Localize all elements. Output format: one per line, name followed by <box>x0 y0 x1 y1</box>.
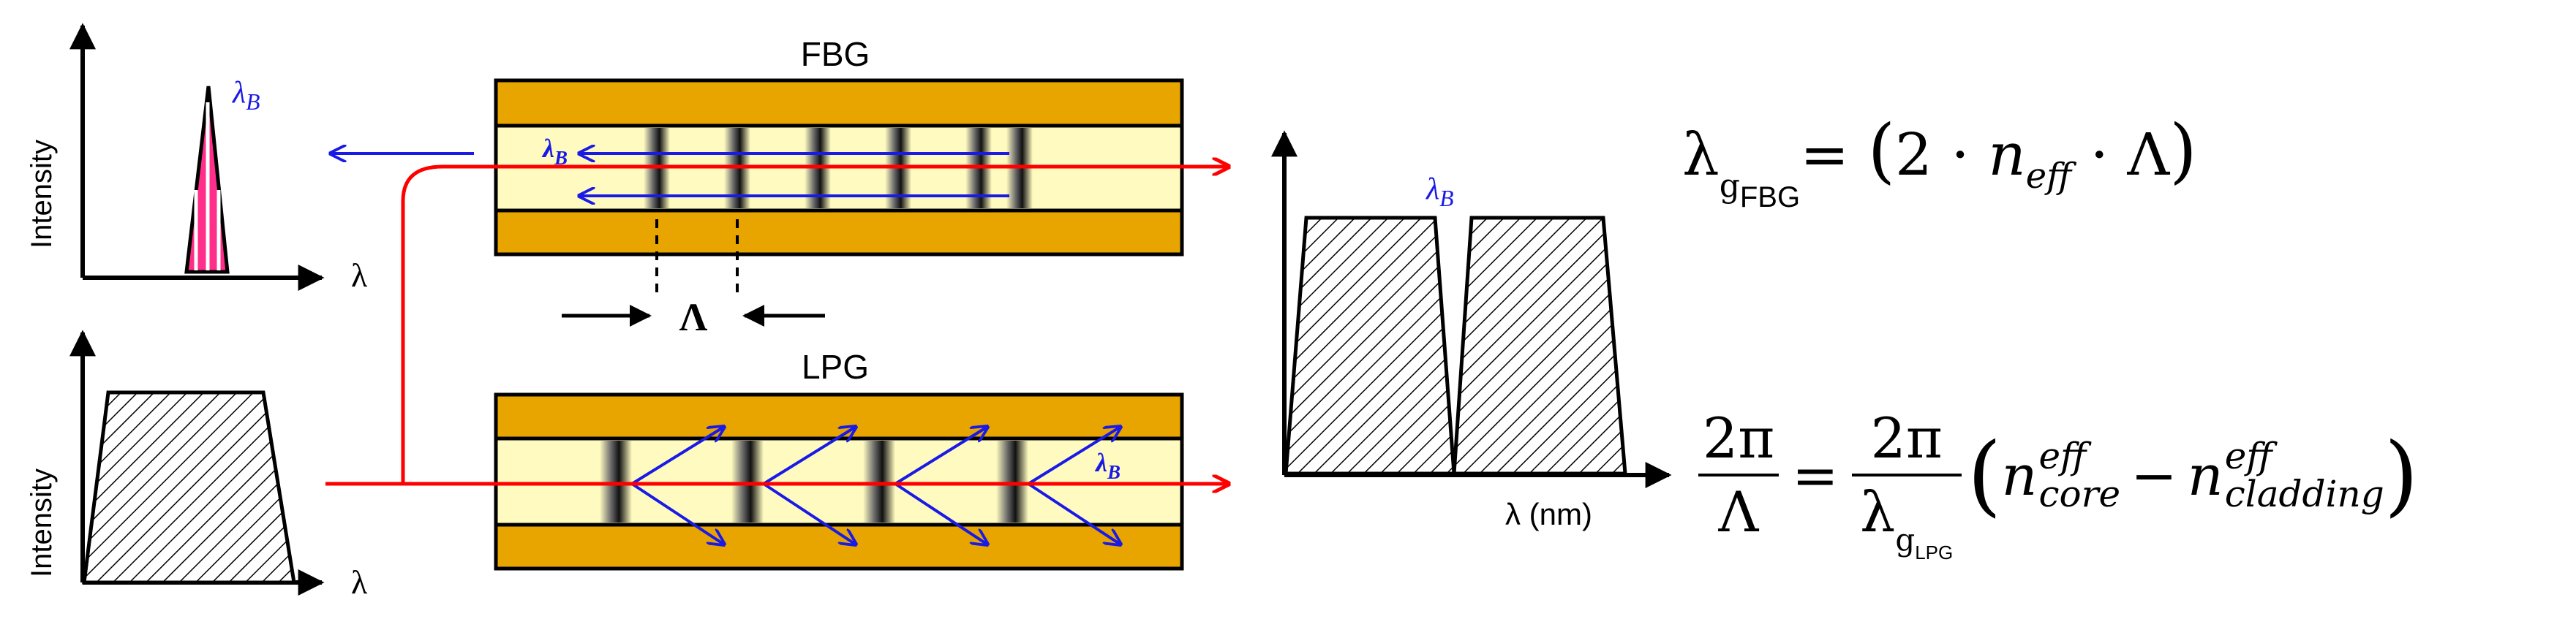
reflected-ylabel: Intensity <box>26 140 58 248</box>
lpg-cladding-ray <box>630 482 724 544</box>
input-spectrum: Intensity λ <box>26 330 368 601</box>
lpg-eq-minus: − <box>2131 442 2177 508</box>
lpg-eq-right-num: 2π <box>1870 406 1943 471</box>
lpg-cladding-ray <box>1027 427 1121 485</box>
fbg-eq-lambda: λ <box>1682 121 1720 189</box>
lpg-eq-n1-sub: core <box>2038 473 2121 515</box>
lpg-eq-close: ) <box>2384 424 2419 526</box>
lpg-cladding-ray <box>630 427 724 485</box>
lpg-grating-plane <box>996 441 1028 523</box>
fbg-eq-dot1: · <box>1951 121 1970 189</box>
lpg-eq-right-fraction: 2π λgLPG <box>1851 406 1962 563</box>
lpg-eq-right-den-subsub: LPG <box>1915 542 1954 563</box>
lpg-bragg-label: λB <box>1094 448 1121 483</box>
fbg-eq-n: n <box>1988 121 2026 189</box>
lpg-eq-right-den: λ <box>1860 479 1896 544</box>
lpg-eq-open: ( <box>1967 424 2002 526</box>
fbg-fiber: FBG λB <box>331 35 1184 257</box>
lpg-eq-n2-sub: cladding <box>2224 473 2384 515</box>
reflected-xlabel: λ <box>351 257 368 294</box>
fbg-eq-close: ) <box>2169 110 2197 191</box>
lpg-eq-equals: = <box>1792 442 1839 508</box>
lpg-eq-n2: n <box>2187 442 2223 508</box>
lpg-cladding-ray <box>762 427 856 485</box>
fbg-equation: λgFBG= (2 · neff · Λ) <box>1682 110 2197 213</box>
period-label: Λ <box>679 295 708 339</box>
lpg-title: LPG <box>802 348 869 386</box>
split-light-path <box>401 167 1229 484</box>
lpg-eq-left-den: Λ <box>1718 479 1759 544</box>
transmitted-xlabel: λ (nm) <box>1505 497 1592 531</box>
transmitted-notch-label: λB <box>1425 172 1453 211</box>
lpg-cladding-ray <box>762 482 856 544</box>
lpg-cladding-ray <box>894 427 987 485</box>
transmitted-spectrum: λB λ (nm) <box>1271 130 1672 531</box>
lpg-eq-n2-sup: eff <box>2224 434 2272 477</box>
lpg-grating-plane <box>863 441 895 523</box>
reflected-peak-label: λB <box>231 76 260 115</box>
input-ylabel: Intensity <box>26 468 58 577</box>
transmitted-band-left <box>1284 216 1456 476</box>
lpg-grating-plane <box>731 441 764 523</box>
fbg-eq-period: Λ <box>2127 121 2170 189</box>
lpg-grating-plane <box>600 441 632 523</box>
fbg-title: FBG <box>801 35 870 73</box>
period-marker: Λ <box>562 219 825 339</box>
fbg-bragg-label: λB <box>541 134 568 169</box>
fbg-eq-dot2: · <box>2090 121 2109 189</box>
transmitted-band-right <box>1452 216 1627 476</box>
fbg-eq-equals: = <box>1800 121 1850 189</box>
lpg-cladding-ray <box>1027 482 1121 544</box>
lpg-eq-right-den-sub: g <box>1895 522 1916 558</box>
lpg-eq-n1-sup: eff <box>2038 434 2087 477</box>
fbg-eq-open: ( <box>1867 110 1896 191</box>
lpg-fiber: LPG λB <box>494 348 1184 571</box>
fbg-eq-two: 2 <box>1895 121 1932 189</box>
light-path <box>325 167 1229 484</box>
reflected-spectrum: Intensity λ λB <box>26 23 368 294</box>
lpg-eq-left-num: 2π <box>1702 406 1775 471</box>
lpg-eq-left-fraction: 2π Λ <box>1698 406 1779 544</box>
fbg-eq-sub: g <box>1719 167 1740 205</box>
lpg-equation: 2π Λ = 2π λgLPG ( n eff core − n eff cla… <box>1698 406 2419 563</box>
fbg-eq-nsub: eff <box>2025 156 2072 197</box>
fbg-eq-subsub: FBG <box>1739 181 1801 213</box>
broadband-source <box>82 390 296 585</box>
lpg-cladding-ray <box>894 482 987 544</box>
input-xlabel: λ <box>351 563 368 601</box>
lpg-eq-n1: n <box>2001 442 2038 508</box>
